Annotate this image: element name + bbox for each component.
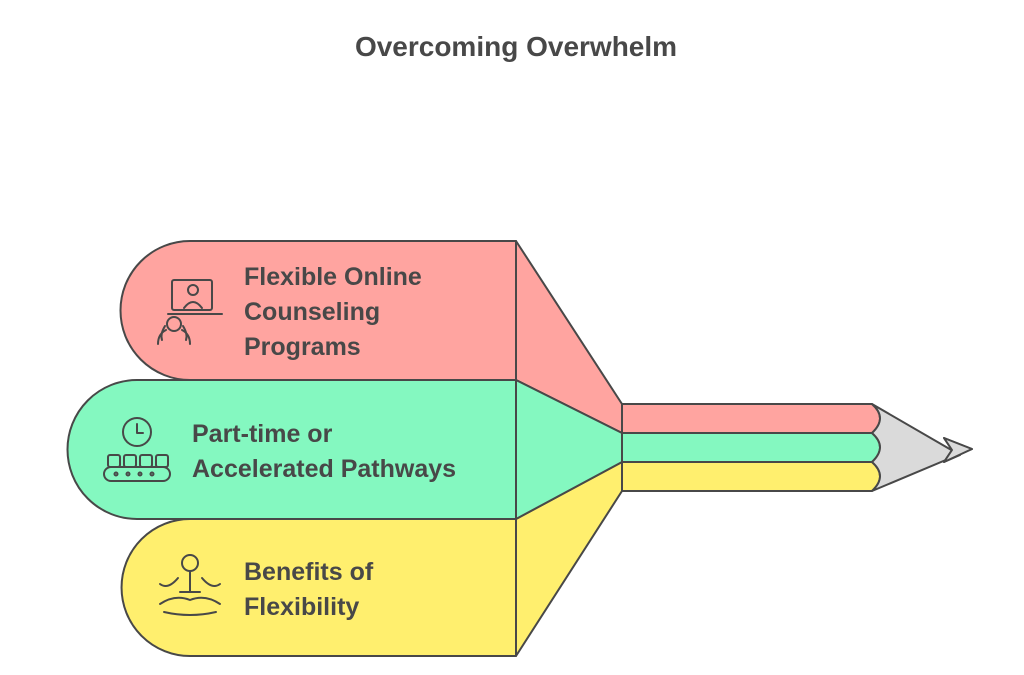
section-label-red: Flexible Online Counseling Programs <box>244 263 422 361</box>
pencil-tip <box>871 403 973 492</box>
section-label-green: Part-time or Accelerated Pathways <box>192 420 456 483</box>
svg-text:Accelerated Pathways: Accelerated Pathways <box>192 455 456 483</box>
label-line: Part-time or <box>192 420 333 448</box>
section-box-green <box>66 379 517 520</box>
section-box-red <box>119 240 517 381</box>
pencil-strip-yellow <box>621 461 881 492</box>
label-line: Flexible Online <box>244 263 422 291</box>
label-line: Counseling <box>244 298 380 326</box>
svg-text:Counseling: Counseling <box>244 298 380 326</box>
label-line: Flexibility <box>244 593 359 621</box>
svg-text:Flexibility: Flexibility <box>244 593 359 621</box>
svg-text:Part-time or: Part-time or <box>192 420 333 448</box>
svg-text:Flexible Online: Flexible Online <box>244 263 422 291</box>
diagram-title: Overcoming Overwhelm <box>355 31 677 62</box>
meditation-icon <box>159 554 221 616</box>
svg-text:Benefits of: Benefits of <box>244 558 374 586</box>
label-line: Programs <box>244 333 361 361</box>
pencil-lead <box>943 437 973 463</box>
label-line: Accelerated Pathways <box>192 455 456 483</box>
svg-text:Programs: Programs <box>244 333 361 361</box>
label-line: Benefits of <box>244 558 374 586</box>
pencil-strip-red <box>621 403 881 434</box>
section-box-yellow <box>120 518 517 657</box>
section-label-yellow: Benefits of Flexibility <box>244 558 374 621</box>
pencil-strip-green <box>621 432 881 463</box>
online-counseling-icon <box>157 279 223 345</box>
clock-conveyor-icon <box>103 417 171 482</box>
